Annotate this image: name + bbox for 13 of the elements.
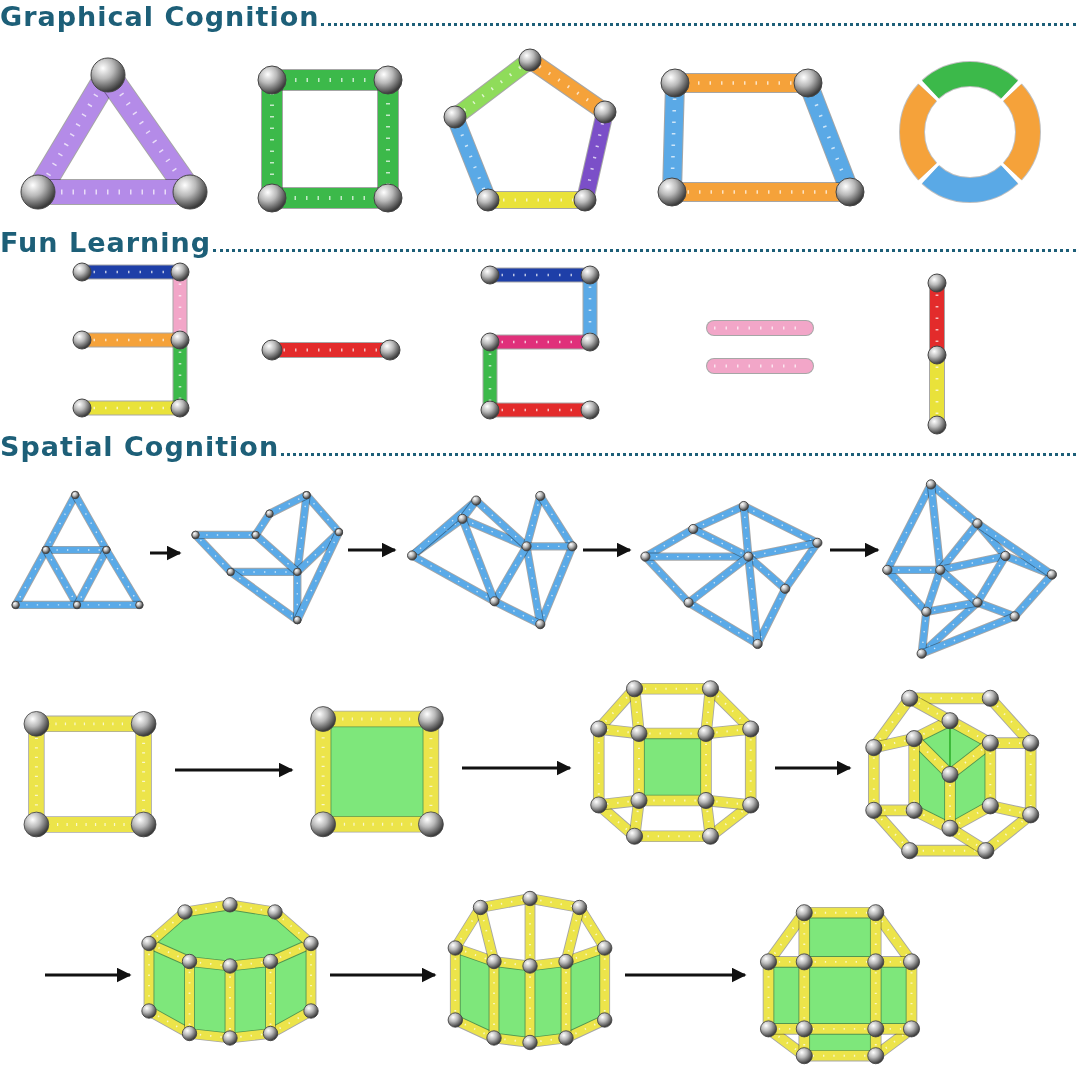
arrow <box>175 762 294 778</box>
arrow <box>45 967 132 983</box>
section-heading: Graphical Cognition <box>0 2 320 32</box>
arrow <box>462 760 572 776</box>
arrow <box>625 967 747 983</box>
arrow <box>775 760 852 776</box>
arrow <box>348 542 397 558</box>
section-heading: Fun Learning <box>0 228 212 258</box>
section-heading: Spatial Cognition <box>0 432 280 462</box>
arrow <box>830 542 880 558</box>
arrow <box>583 542 632 558</box>
arrow <box>330 967 437 983</box>
arrow <box>150 545 182 561</box>
